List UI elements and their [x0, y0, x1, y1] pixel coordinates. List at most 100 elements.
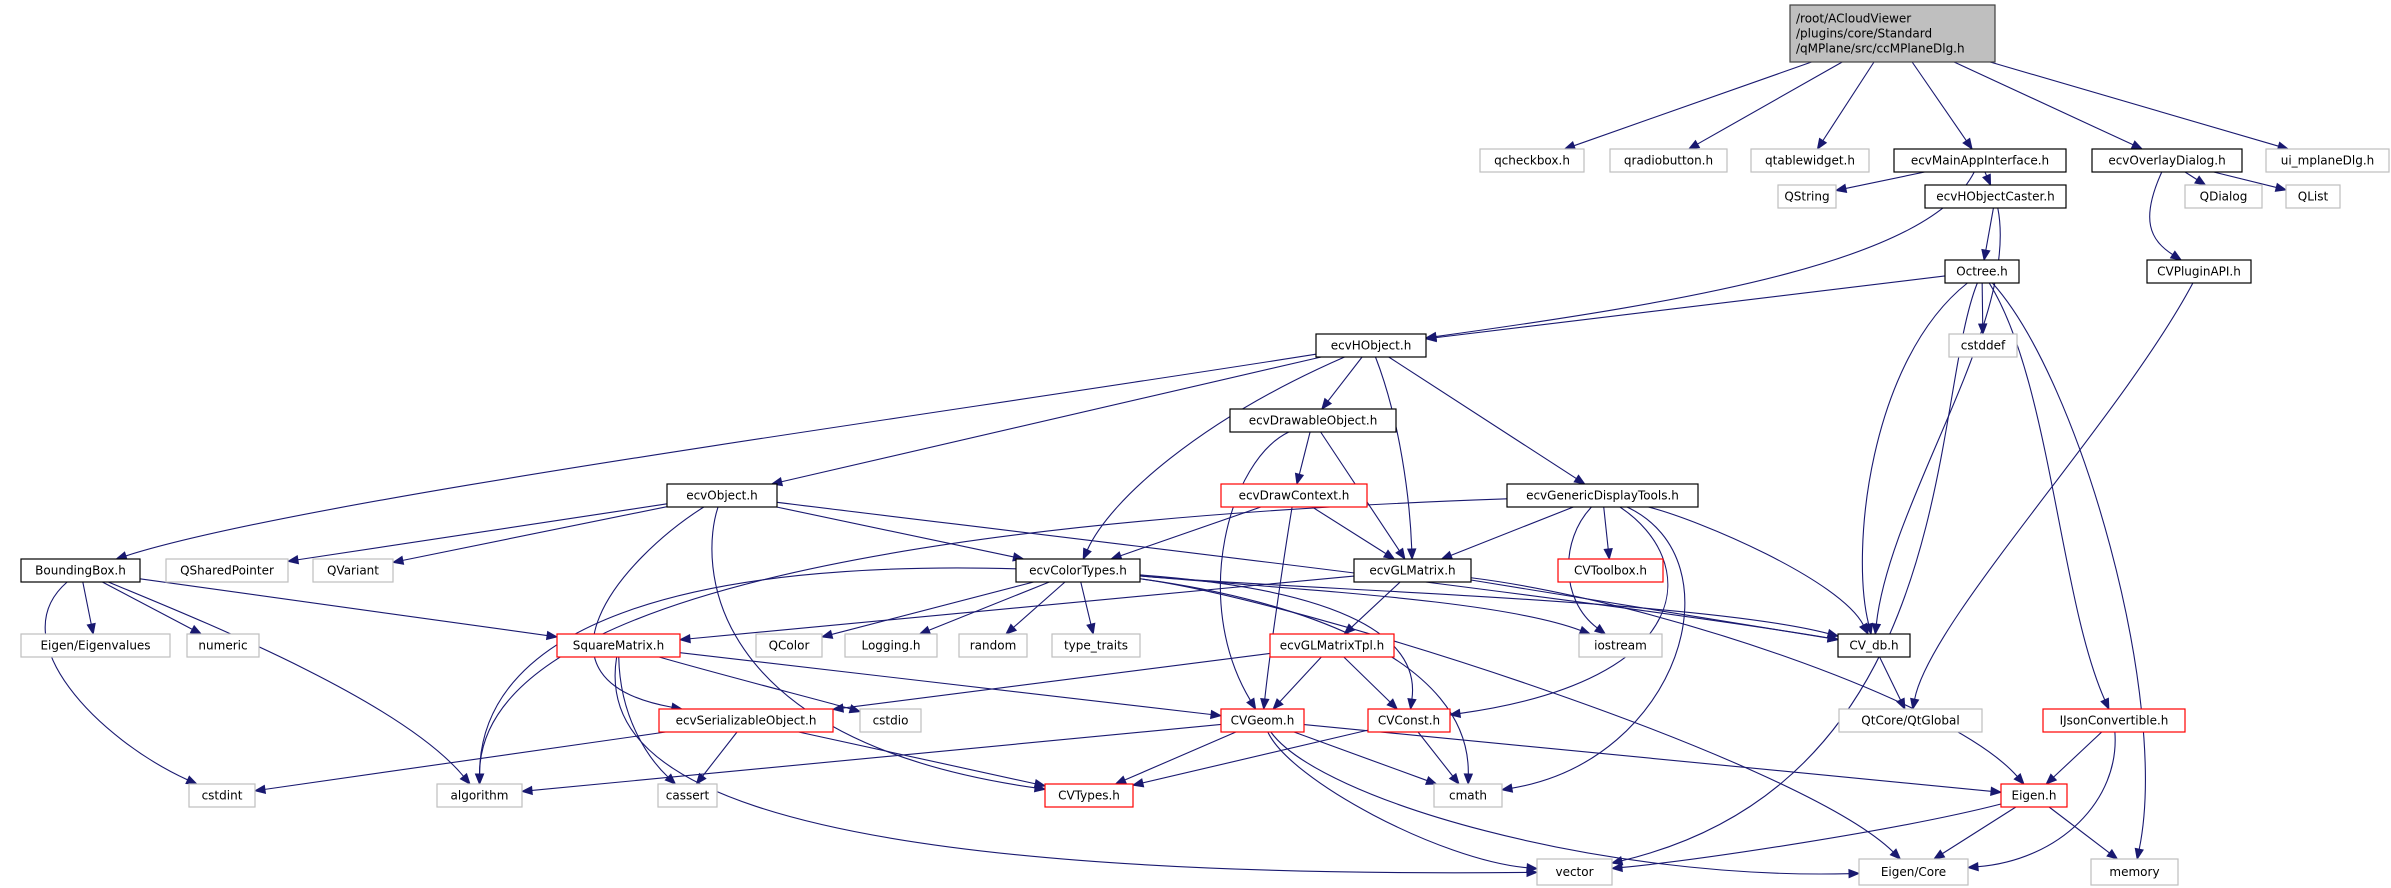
edge-cvgeom-to-algorithm [531, 723, 1222, 792]
node-label: ecvDrawableObject.h [1249, 414, 1378, 428]
arrowhead-icon [1858, 622, 1869, 636]
edge-octree-to-ijsonconvertible [1988, 282, 2106, 701]
edge-ecvcolortypes-to-qcolor [831, 581, 1034, 635]
node-label: SquareMatrix.h [573, 639, 664, 653]
edge-ecvcolortypes-to-algorithm [479, 567, 1017, 775]
node-cvpluginapi[interactable]: CVPluginAPI.h [2146, 259, 2252, 284]
edge-ecvoverlaydialog-to-qdialog [2184, 171, 2198, 181]
edge-ecvmainappinterface-to-ecvhobjectcaster [1984, 171, 1988, 177]
arrowhead-icon [2194, 175, 2207, 186]
node-label: Eigen.h [2012, 789, 2057, 803]
node-ecvglmatrix[interactable]: ecvGLMatrix.h [1353, 558, 1472, 583]
node-cv_db[interactable]: CV_db.h [1837, 633, 1911, 658]
node-vector: vector [1536, 858, 1613, 886]
edge-octree-to-ecvhobject [1435, 275, 1946, 339]
node-label: CV_db.h [1849, 639, 1898, 653]
edge-root-to-ui_mplanedlg [1989, 61, 2279, 147]
edge-ecvglmatrix-to-cv_db [1470, 579, 1829, 639]
node-ecvmainappinterface[interactable]: ecvMainAppInterface.h [1893, 148, 2067, 173]
node-cvtypes[interactable]: CVTypes.h [1044, 783, 1134, 808]
node-box [1433, 783, 1503, 808]
node-box [1315, 333, 1427, 358]
node-ecvdrawableobject[interactable]: ecvDrawableObject.h [1229, 408, 1397, 433]
node-box [188, 783, 256, 808]
node-octree[interactable]: Octree.h [1944, 259, 2020, 284]
node-label: /qMPlane/src/ccMPlaneDlg.h [1796, 42, 1965, 56]
node-squarematrix[interactable]: SquareMatrix.h [556, 633, 681, 658]
node-ecvdrawcontext[interactable]: ecvDrawContext.h [1220, 483, 1368, 508]
node-box [1609, 148, 1728, 173]
node-boundingbox[interactable]: BoundingBox.h [20, 558, 141, 583]
arrowhead-icon [1593, 623, 1607, 635]
node-label: ecvColorTypes.h [1029, 564, 1127, 578]
edge-squarematrix-to-cstdio [658, 656, 851, 710]
node-cvtoolbox[interactable]: CVToolbox.h [1557, 558, 1664, 583]
node-ecvgenericdisplaytools[interactable]: ecvGenericDisplayTools.h [1506, 483, 1699, 508]
node-cvgeom[interactable]: CVGeom.h [1220, 708, 1305, 733]
edge-cvconst-to-cmath [1417, 731, 1454, 777]
node-label: QColor [769, 639, 810, 653]
edge-ecvmainappinterface-to-qstring [1845, 171, 1925, 189]
node-box [1220, 708, 1305, 733]
arrowhead-icon [1272, 698, 1284, 710]
node-label: ecvSerializableObject.h [676, 714, 817, 728]
edge-ecvdrawcontext-to-ecvglmatrix [1311, 506, 1387, 555]
node-qlist: QList [2285, 184, 2341, 209]
node-eigen[interactable]: Eigen.h [2000, 783, 2068, 808]
node-qsharedpointer: QSharedPointer [165, 558, 289, 583]
edge-ecvglmatrix-to-eigen [1470, 577, 2018, 777]
edge-boundingbox-to-eigeneigenvalues [82, 581, 92, 625]
node-box [2285, 184, 2341, 209]
arrowhead-icon [1896, 697, 1906, 711]
arrowhead-icon [1910, 697, 1920, 711]
node-ecvoverlaydialog[interactable]: ecvOverlayDialog.h [2091, 148, 2243, 173]
node-ecvhobjectcaster[interactable]: ecvHObjectCaster.h [1924, 184, 2067, 209]
node-label: ui_mplaneDlg.h [2281, 154, 2375, 168]
edge-ecvcolortypes-to-cvconst [1139, 574, 1414, 700]
arrowhead-icon [2169, 250, 2183, 261]
edge-ecvoverlaydialog-to-cvpluginapi [2149, 171, 2173, 256]
edge-eigen-to-memory [2048, 806, 2110, 854]
node-box [312, 558, 394, 583]
arrowhead-icon [1425, 775, 1438, 785]
edge-ecvhobjectcaster-to-cv_db [1875, 207, 2001, 625]
edge-ijsonconvertible-to-eigencore [1977, 731, 2116, 868]
node-random: random [958, 633, 1028, 658]
arrowhead-icon [545, 630, 559, 641]
node-label: QtCore/QtGlobal [1861, 714, 1959, 728]
arrowhead-icon [1440, 550, 1454, 560]
node-root[interactable]: /root/ACloudViewer/plugins/core/Standard… [1789, 4, 1996, 63]
node-ecvcolortypes[interactable]: ecvColorTypes.h [1015, 558, 1141, 583]
node-box [2091, 148, 2243, 173]
node-box [1044, 783, 1134, 808]
arrowhead-icon [1033, 779, 1047, 789]
arrowhead-icon [1990, 786, 2003, 796]
arrowhead-icon [391, 555, 405, 565]
edge-ecvglmatrix-to-squarematrix [689, 575, 1355, 640]
edge-ecvglmatrix-to-ecvglmatrixtpl [1351, 581, 1401, 628]
node-cvconst[interactable]: CVConst.h [1367, 708, 1451, 733]
node-box [755, 633, 823, 658]
edge-ecvcolortypes-to-type_traits [1080, 581, 1092, 625]
node-ecvserializableobject[interactable]: ecvSerializableObject.h [658, 708, 834, 733]
arrowhead-icon [1407, 697, 1417, 711]
edge-root-to-ecvmainappinterface [1911, 61, 1967, 142]
node-label: type_traits [1064, 639, 1128, 653]
edge-cvgeom-to-cvtypes [1124, 731, 1237, 781]
arrowhead-icon [1573, 474, 1586, 485]
edge-ecvgenericdisplaytools-to-cmath [1511, 506, 1686, 789]
edge-ecvobject-to-ecvcolortypes [776, 506, 1014, 558]
edge-boundingbox-to-cstdint [44, 581, 188, 781]
node-ijsonconvertible[interactable]: IJsonConvertible.h [2042, 708, 2186, 733]
edge-ecvgenericdisplaytools-to-cv_db [1648, 506, 1864, 626]
node-ecvobject[interactable]: ecvObject.h [666, 483, 778, 508]
edge-ecvglmatrixtpl-to-cvgeom [1279, 656, 1322, 703]
arrowhead-icon [1826, 633, 1840, 643]
edge-ecvhobject-to-ecvglmatrix [1374, 356, 1413, 550]
node-ecvglmatrixtpl[interactable]: ecvGLMatrixTpl.h [1269, 633, 1395, 658]
node-box [1353, 558, 1472, 583]
edge-ecvhobject-to-ecvdrawableobject [1327, 356, 1363, 402]
node-label: Logging.h [861, 639, 920, 653]
edge-ecvobject-to-ecvserializableobject [592, 506, 705, 708]
node-ecvhobject[interactable]: ecvHObject.h [1315, 333, 1427, 358]
